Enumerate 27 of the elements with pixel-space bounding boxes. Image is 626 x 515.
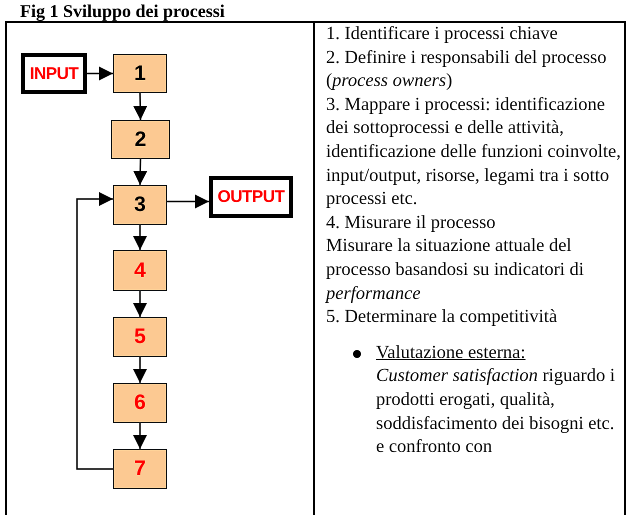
figure-title: Fig 1 Sviluppo dei processi [20,1,225,21]
arrow [87,66,113,80]
process-step-box: 6 [113,383,167,423]
process-step-box: 2 [111,120,170,159]
arrow [76,192,113,470]
process-step-box: 4 [113,250,167,291]
process-step-box: 5 [113,317,167,357]
io-box: OUTPUT [209,176,293,218]
arrow [133,291,147,317]
description-text: 5. Determinare la competitività [326,307,558,328]
description-text: 3. Mappare i processi: identificazione dei sottoprocessi e delle attività, identificazione delle funzioni coinvolte, input/output, risorse, legami tra i sotto processi etc. [326,94,621,210]
arrow [167,194,209,208]
arrow [133,423,147,449]
description-text: 1. Identificare i processi chiave [326,24,558,44]
arrow [133,92,148,120]
arrow [133,158,148,186]
io-box: INPUT [21,53,87,94]
process-step-box: 3 [113,185,167,225]
description-text: 2. Definire i responsabili del processo (process owners) [326,48,607,92]
arrow [133,357,147,383]
process-step-box: 7 [113,449,167,489]
arrow [133,225,147,250]
description-text: Valutazione esterna: [376,342,526,363]
process-step-box: 1 [113,54,167,93]
description-text: Customer satisfaction riguardo i prodotti erogati, qualità, soddisfacimento dei bisogni etc. e confronto con [376,366,615,458]
description-text: 4. Misurare il processo [326,212,496,233]
description-text: Misurare la situazione attuale del processo basandosi su indicatori di performance [326,236,584,304]
